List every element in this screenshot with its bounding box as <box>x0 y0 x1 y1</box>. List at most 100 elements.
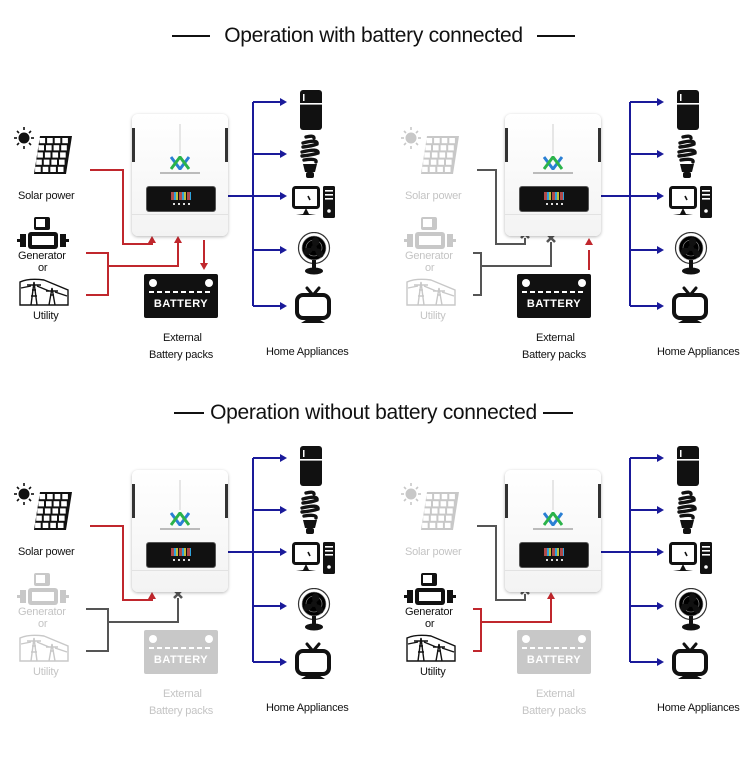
inverter-base-line <box>132 214 228 215</box>
refrigerator-icon <box>300 446 322 491</box>
output-arrow <box>280 548 287 556</box>
generator-icon <box>404 217 460 258</box>
output-arrow <box>657 246 664 254</box>
inverter-light-strip <box>552 124 554 154</box>
inverter-handle-right <box>598 128 601 162</box>
battery-dashes <box>149 291 213 293</box>
output-arrow <box>280 302 287 310</box>
inverter-display <box>146 186 216 212</box>
title-dash-left <box>172 35 211 38</box>
output-arrow <box>657 150 664 158</box>
generator-label: Generator <box>405 606 453 618</box>
inverter-handle-left <box>505 484 508 518</box>
brand-name <box>160 172 200 174</box>
television-icon <box>672 286 708 329</box>
generator-icon <box>17 217 73 258</box>
battery-icon: BATTERY <box>517 630 591 674</box>
or-label: or <box>425 618 435 630</box>
light-bulb-icon <box>675 134 699 185</box>
inverter-light-strip <box>552 480 554 510</box>
title-text: Operation without battery connected <box>210 401 537 424</box>
battery-terminal-left <box>149 635 157 643</box>
grid-wire-generator <box>473 608 482 652</box>
utility-grid-icon <box>19 276 69 311</box>
inverter-display <box>146 542 216 568</box>
grid-wire <box>481 242 552 267</box>
section-title-without-battery: Operation without battery connected <box>0 401 747 425</box>
battery-dashes <box>522 647 586 649</box>
output-arrow <box>280 246 287 254</box>
battery-text: BATTERY <box>153 298 209 310</box>
or-label: or <box>38 262 48 274</box>
inverter-base-line <box>505 214 601 215</box>
generator-label: Generator <box>405 250 453 262</box>
solar-panel-icon <box>401 126 463 195</box>
utility-label: Utility <box>420 310 446 322</box>
generator-icon <box>404 573 460 614</box>
inverter-unit <box>132 470 228 592</box>
inverter-handle-left <box>132 484 135 518</box>
inverter-base-line <box>132 570 228 571</box>
display-indicator-dots <box>173 203 191 205</box>
solar-power-label: Solar power <box>405 190 462 202</box>
display-readout <box>171 548 191 556</box>
output-arrow <box>657 302 664 310</box>
utility-label: Utility <box>33 310 59 322</box>
home-appliances-label: Home Appliances <box>266 702 349 714</box>
inverter-light-strip <box>179 480 181 510</box>
output-arrow <box>657 602 664 610</box>
home-appliances-label: Home Appliances <box>266 346 349 358</box>
grid-wire <box>108 598 179 623</box>
output-arrow <box>657 192 664 200</box>
wiring <box>86 454 287 666</box>
wiring <box>86 98 287 310</box>
display-indicator-dots <box>546 559 564 561</box>
battery-packs-label: Battery packs <box>522 705 587 717</box>
brand-name <box>533 528 573 530</box>
solar-panel-icon <box>14 126 76 195</box>
generator-label: Generator <box>18 606 66 618</box>
battery-icon: BATTERY <box>144 630 218 674</box>
grid-wire <box>481 598 552 623</box>
output-arrow <box>657 548 664 556</box>
solar-panel-icon <box>14 482 76 551</box>
battery-dashes <box>522 291 586 293</box>
external-label: External <box>536 332 575 344</box>
inverter-unit <box>505 470 601 592</box>
inverter-display <box>519 542 589 568</box>
inverter-base-line <box>505 570 601 571</box>
solar-power-label: Solar power <box>405 546 462 558</box>
inverter-handle-right <box>225 484 228 518</box>
inverter-unit <box>132 114 228 236</box>
television-icon <box>672 642 708 685</box>
fan-icon <box>297 587 331 637</box>
output-arrow <box>280 506 287 514</box>
display-readout <box>171 192 191 200</box>
display-indicator-dots <box>546 203 564 205</box>
grid-input-arrow <box>174 236 182 243</box>
external-label: External <box>163 332 202 344</box>
inverter-unit <box>505 114 601 236</box>
computer-icon <box>292 542 336 579</box>
grid-input-arrow <box>547 592 555 599</box>
utility-label: Utility <box>420 666 446 678</box>
battery-terminal-left <box>149 279 157 287</box>
generator-icon <box>17 573 73 614</box>
refrigerator-icon <box>677 90 699 135</box>
brand-name <box>160 528 200 530</box>
display-readout <box>544 192 564 200</box>
battery-terminal-left <box>522 635 530 643</box>
output-arrow <box>280 192 287 200</box>
wiring <box>473 454 664 666</box>
utility-label: Utility <box>33 666 59 678</box>
grid-wire-generator <box>86 608 109 652</box>
solar-input-arrow <box>148 592 156 599</box>
grid-wire <box>108 242 179 267</box>
fan-icon <box>674 231 708 281</box>
battery-icon: BATTERY <box>144 274 218 318</box>
brand-logo-icon <box>169 510 191 528</box>
output-arrow <box>657 506 664 514</box>
